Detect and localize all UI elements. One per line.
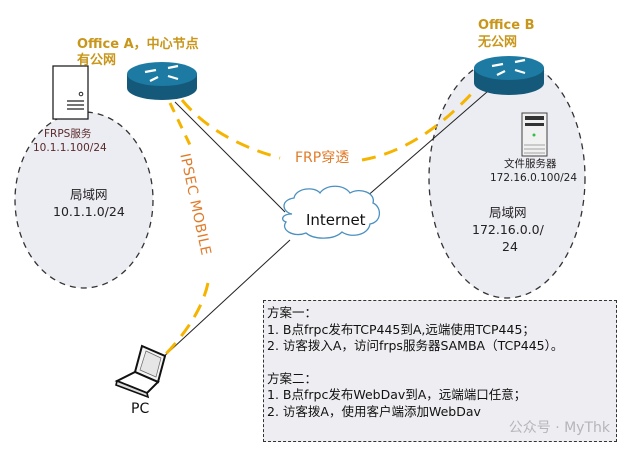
lan-b-subnet-line2: 24: [502, 239, 518, 254]
file-server-name: 文件服务器: [504, 158, 557, 170]
lan-a-zone: [14, 111, 154, 289]
frps-server-ip: 10.1.1.100/24: [33, 142, 107, 154]
frp-tunnel-label: FRP穿透: [295, 150, 350, 166]
plan2-step2: 2. 访客拨A，使用客户端添加WebDav: [267, 403, 481, 419]
plans-note-box: 方案一： 1. B点frpc发布TCP445到A,远端使用TCP445； 2. …: [263, 300, 617, 442]
file-server-ip: 172.16.0.100/24: [490, 172, 578, 184]
internet-cloud-icon: [281, 185, 381, 239]
plan2-title: 方案二：: [267, 370, 318, 386]
frp-tunnel-line: [180, 99, 281, 160]
router-a-icon: [127, 62, 197, 100]
internet-label: Internet: [306, 211, 366, 229]
ipsec-tunnel-line: [168, 102, 192, 146]
office-b-subtitle: 无公网: [478, 35, 518, 50]
spacer: [267, 355, 616, 371]
pc-label: PC: [131, 401, 150, 417]
pc-laptop-icon: [114, 344, 167, 399]
plan1-title: 方案一：: [267, 305, 318, 320]
office-a-title: Office A，中心节点: [77, 37, 199, 52]
plan2-step1: 1. B点frpc发布WebDav到A，远端端口任意；: [267, 387, 527, 402]
frps-server-icon: [52, 65, 89, 120]
plan1-step2: 2. 访客拨入A，访问frps服务器SAMBA（TCP445）。: [267, 338, 564, 353]
office-b-title: Office B: [478, 18, 535, 33]
lan-a-label: 局域网: [70, 187, 108, 202]
lan-b-subnet-line1: 172.16.0.0/: [472, 222, 544, 237]
office-a-subtitle: 有公网: [77, 53, 117, 68]
plan1-step1: 1. B点frpc发布TCP445到A,远端使用TCP445；: [267, 321, 535, 337]
frps-server-name: FRPS服务: [44, 128, 92, 140]
frp-tunnel-line-b: [361, 88, 477, 162]
link-a-internet: [174, 101, 286, 213]
link-pc-internet: [159, 239, 291, 361]
lan-b-label: 局域网: [489, 205, 527, 220]
watermark: 公众号 · MyThk: [508, 419, 610, 436]
lan-a-subnet: 10.1.1.0/24: [53, 204, 125, 219]
file-server-icon: [521, 112, 548, 157]
ipsec-tunnel-line-b: [158, 282, 210, 362]
router-b-icon: [474, 56, 544, 95]
link-b-internet: [364, 84, 496, 199]
